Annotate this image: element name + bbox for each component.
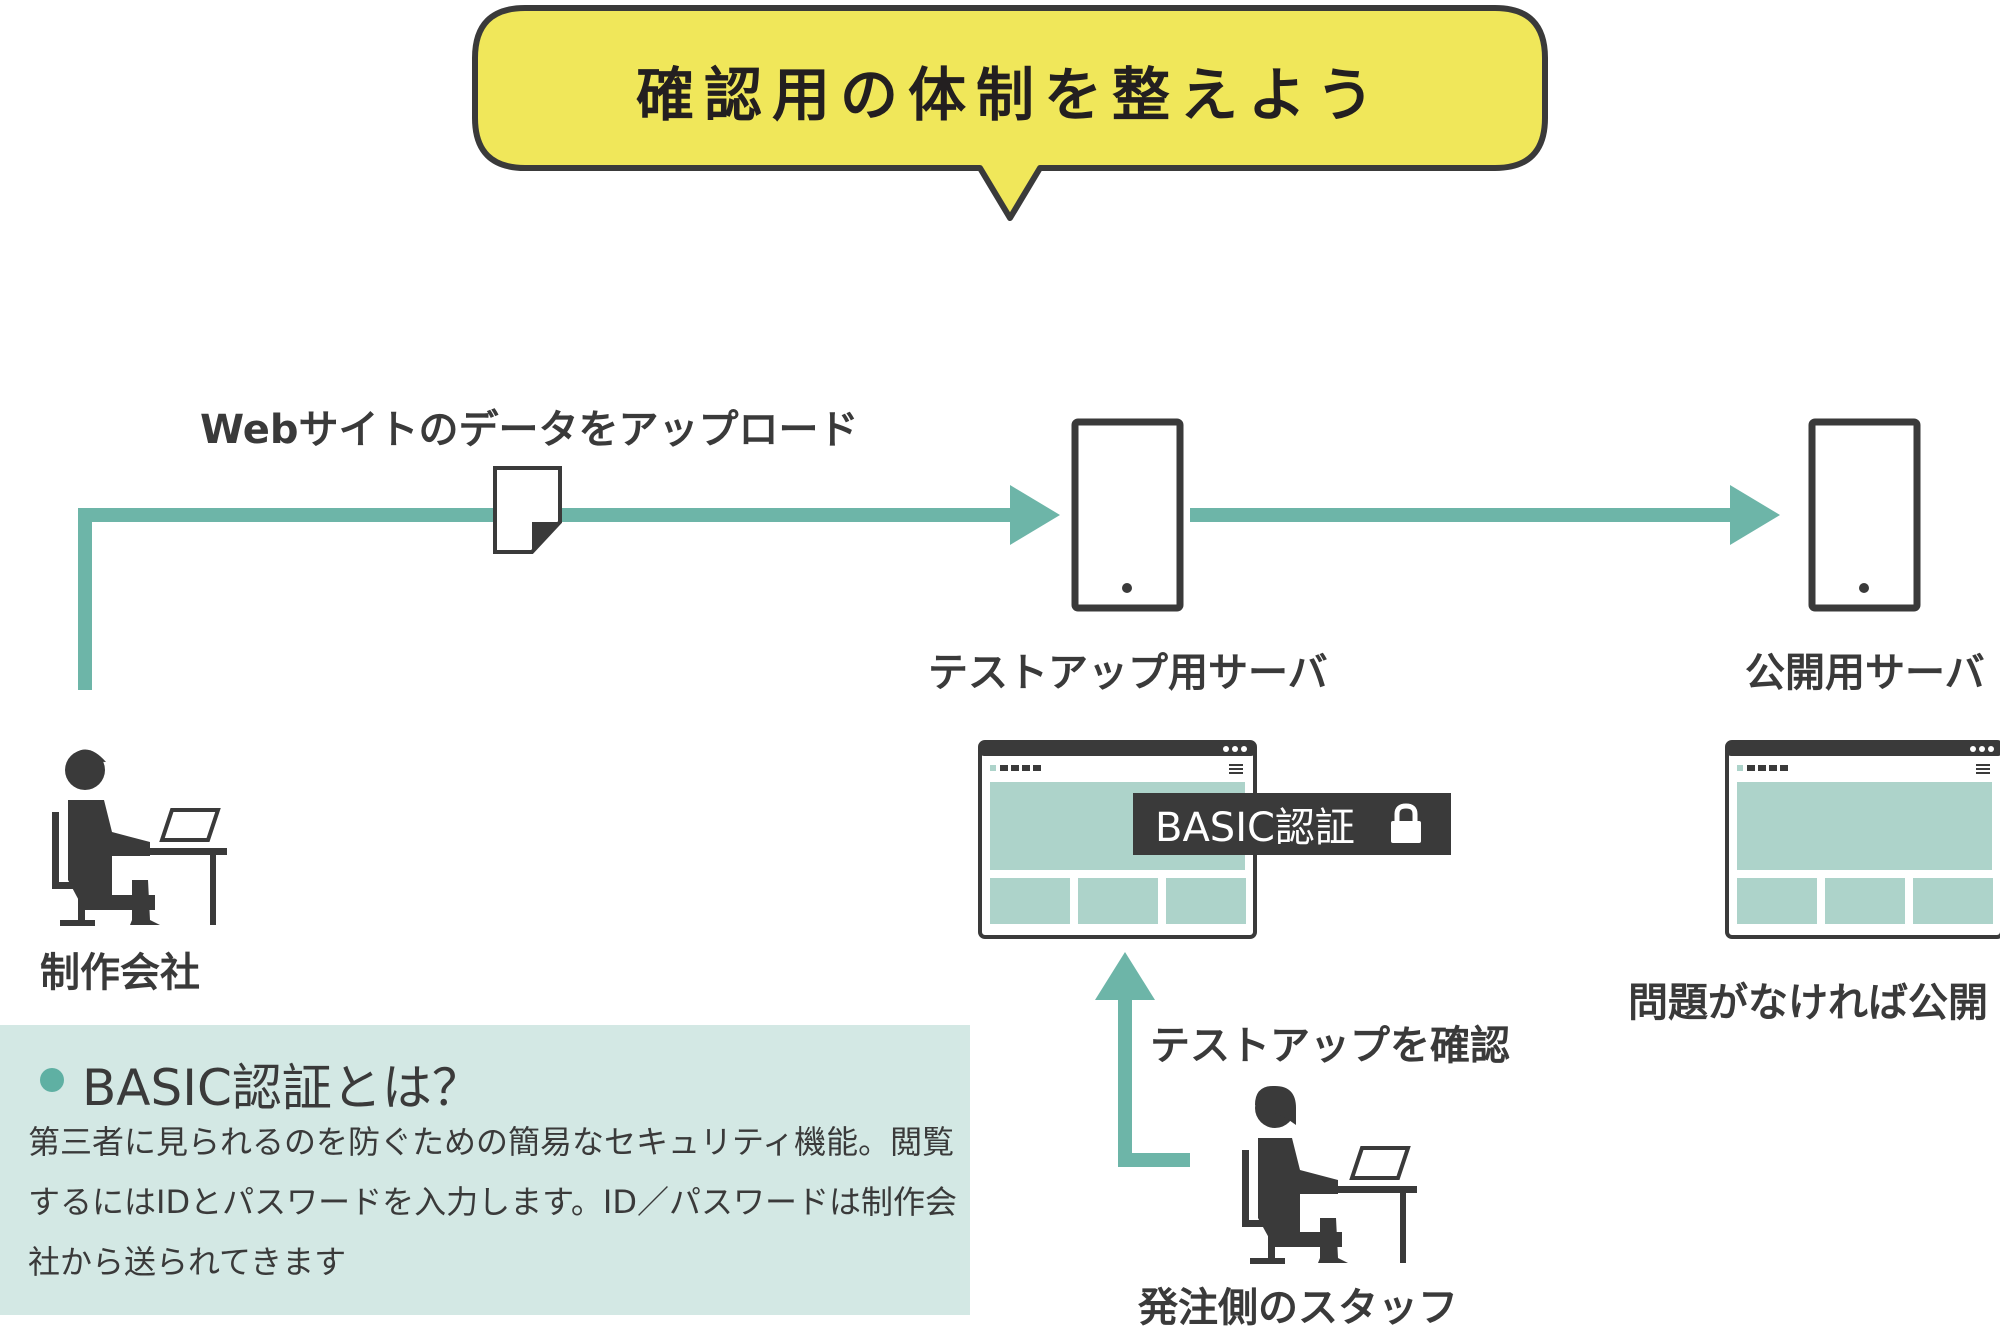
upload-label: Webサイトのデータをアップロード: [200, 407, 859, 453]
diagram-title: 確認用の体制を整えよう: [635, 61, 1384, 129]
staff-person-icon: [1242, 1085, 1417, 1264]
test-server-label: テストアップ用サーバ: [928, 650, 1328, 696]
document-icon: [493, 466, 562, 554]
info-bullet: [40, 1068, 64, 1092]
test-server-icon: [1071, 418, 1184, 612]
title-bubble: [472, 5, 1548, 221]
upload-arrow: [78, 485, 1060, 690]
publish-label: 問題がなければ公開: [1628, 980, 1988, 1026]
confirm-label: テストアップを確認: [1150, 1023, 1510, 1069]
public-site-browser-icon: [1725, 740, 2000, 939]
client-label: 制作会社: [40, 950, 200, 996]
info-body: 第三者に見られるのを防ぐための簡易なセキュリティ機能。閲覧するにはIDとパスワー…: [28, 1123, 957, 1281]
public-server-icon: [1808, 418, 1921, 612]
client-person-icon: [52, 749, 227, 926]
publish-arrow: [1190, 485, 1780, 545]
lock-icon: [1391, 803, 1421, 843]
info-panel: [0, 1025, 970, 1315]
confirm-arrow: [1095, 952, 1190, 1167]
staff-label: 発注側のスタッフ: [1138, 1285, 1458, 1331]
public-server-label: 公開用サーバ: [1745, 650, 1985, 696]
info-heading: BASIC認証とは？: [82, 1059, 482, 1117]
